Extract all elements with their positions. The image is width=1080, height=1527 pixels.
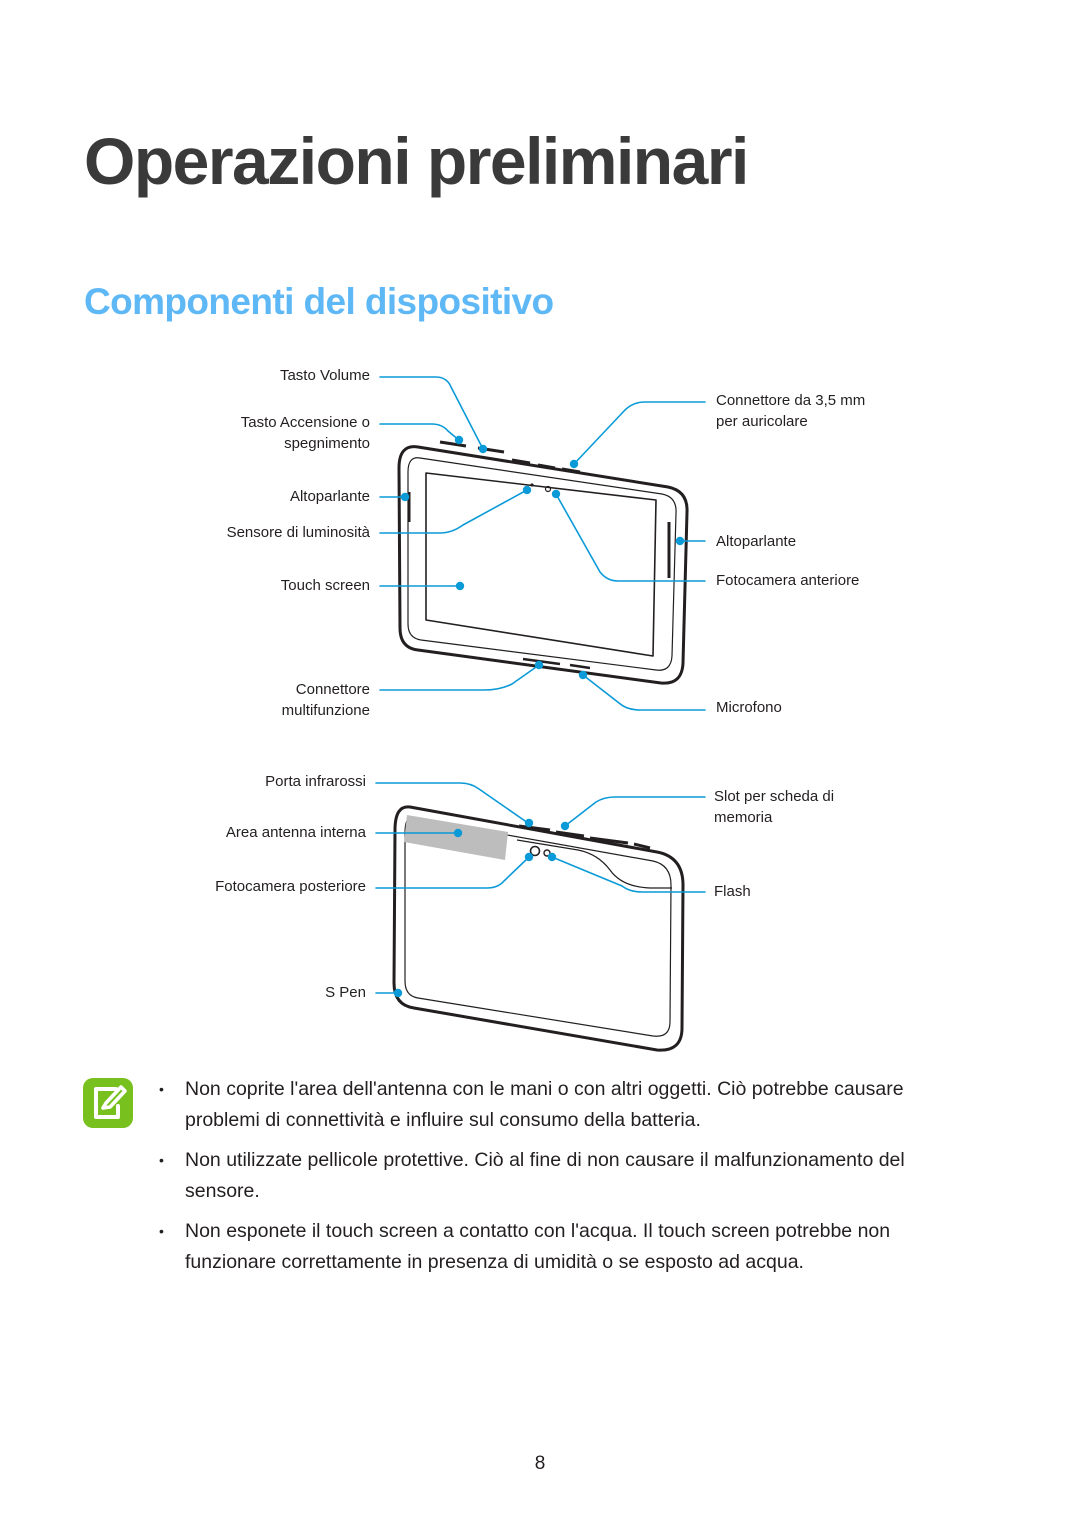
light-sensor-dot [530,483,534,487]
callout-ir-port [375,782,529,824]
note-item-text: Non esponete il touch screen a contatto … [185,1220,891,1273]
tablet-back-inner-edge [404,817,672,1037]
label-multi-connector-line2: multifunzione [281,702,370,719]
label-multi-connector-line1: Connettore [295,681,370,698]
antenna-shaded-area [404,815,508,860]
callout-microphone [582,674,706,711]
label-s-pen: S Pen [325,984,366,1001]
tablet-back-body [392,805,685,1052]
top-edge-buttons [439,440,581,474]
callout-multi-connector [379,664,540,691]
note-item-text: Non utilizzate pellicole protettive. Ciò… [185,1149,905,1202]
callout-flash [551,856,706,893]
label-headset-jack-line1: Connettore da 3,5 mm [716,392,866,409]
note-item: •Non esponete il touch screen a contatto… [159,1220,891,1273]
label-card-slot: Slot per scheda di memoria [714,786,834,828]
camera-housing [516,839,672,889]
label-light-sensor: Sensore di luminosità [226,524,370,541]
page-number: 8 [534,1453,546,1474]
label-front-camera: Fotocamera anteriore [716,572,860,589]
label-antenna-area: Area antenna interna [225,824,366,841]
callout-dots [393,435,685,998]
label-card-slot-line2: memoria [714,809,773,826]
flash-light [543,849,551,857]
callout-lines [375,376,706,994]
tablet-front-bezel [407,457,677,671]
callout-front-camera [555,493,706,582]
label-speaker-left: Altoparlante [289,488,370,505]
note-item: •Non utilizzate pellicole protettive. Ci… [159,1149,905,1202]
callout-headset-jack [573,401,706,465]
note-item-text: Non coprite l'area dell'antenna con le m… [185,1078,904,1131]
label-power-key-line1: Tasto Accensione o [240,414,370,431]
label-headset-jack-line2: per auricolare [716,413,808,430]
touch-screen-area [425,472,657,657]
rear-camera-lens [529,845,541,857]
callout-power-key [379,423,461,442]
callout-volume-key [379,376,484,450]
label-flash: Flash [714,883,751,900]
label-headset-jack: Connettore da 3,5 mm per auricolare [716,390,865,432]
tablet-front-body [397,445,689,685]
label-volume-key: Tasto Volume [279,367,370,384]
tablet-front-illustration [397,440,689,685]
label-power-key: Tasto Accensione o spegnimento [241,412,370,454]
note-item: •Non coprite l'area dell'antenna con le … [159,1078,904,1131]
bottom-edge-connector [522,657,591,670]
note-pencil-icon [83,1078,133,1128]
front-camera-lens [544,485,552,493]
label-speaker-right: Altoparlante [716,533,797,550]
page-title: Operazioni preliminari [84,124,749,198]
label-touch-screen: Touch screen [280,577,370,594]
label-microphone: Microfono [716,699,782,716]
callout-card-slot [564,796,706,827]
section-title: Componenti del dispositivo [84,281,554,322]
label-multi-connector: Connettore multifunzione [282,679,370,721]
label-power-key-line2: spegnimento [284,435,370,452]
label-card-slot-line1: Slot per scheda di [714,788,835,805]
label-rear-camera: Fotocamera posteriore [215,878,366,895]
top-back-edge-parts [518,824,651,850]
notes-list: •Non coprite l'area dell'antenna con le … [158,1074,958,1287]
callout-light-sensor [379,489,528,534]
callout-rear-camera [375,856,530,889]
tablet-back-illustration [392,805,685,1052]
label-ir-port: Porta infrarossi [265,773,366,790]
